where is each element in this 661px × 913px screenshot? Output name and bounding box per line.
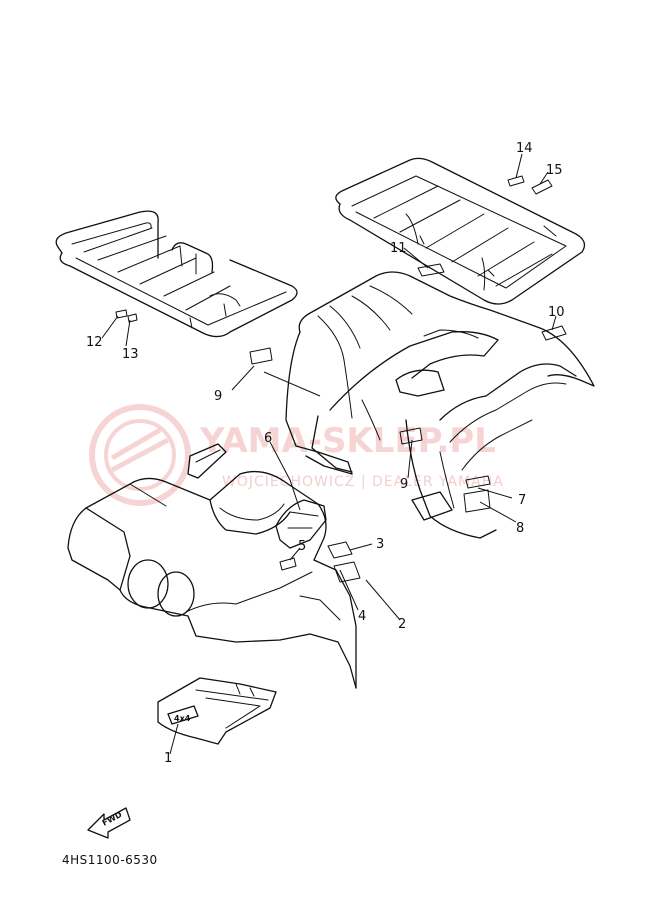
callout-5: 5: [298, 539, 306, 554]
callout-3: 3: [376, 537, 384, 552]
callout-13: 13: [122, 347, 139, 362]
callouts: 1 2 3 4 5 6 7 8 9 9 10 11 12 13 14 15: [86, 141, 565, 766]
callout-8: 8: [516, 521, 524, 536]
callout-9a: 9: [214, 389, 222, 404]
callout-6: 6: [264, 431, 272, 446]
watermark-main-text: YAMA-SKLEP.PL: [199, 421, 496, 461]
callout-4: 4: [358, 609, 366, 624]
small-decals: [279, 541, 361, 583]
front-panel-decal: [187, 443, 227, 479]
emblem-4x4: 4x4: [174, 714, 191, 723]
leader-lines: [101, 153, 557, 755]
skid-plate: 4x4: [157, 677, 277, 745]
front-carrier: [55, 210, 298, 338]
callout-2: 2: [398, 617, 406, 632]
callout-12: 12: [86, 335, 103, 350]
part-code: 4HS1100-6530: [62, 853, 158, 867]
callout-14: 14: [516, 141, 533, 156]
fwd-arrow-icon: FWD: [87, 807, 131, 839]
watermark: YAMA-SKLEP.PL WOJCIECHOWICZ | DEALER YAM…: [89, 404, 504, 506]
rear-carrier: [335, 157, 586, 305]
callout-9b: 9: [400, 477, 408, 492]
front-fender: [67, 470, 357, 689]
watermark-sub-text: WOJCIECHOWICZ | DEALER YAMAHA: [222, 474, 504, 490]
rear-fender: [285, 271, 595, 539]
callout-11: 11: [390, 241, 407, 256]
callout-7: 7: [518, 493, 526, 508]
callout-10: 10: [548, 305, 565, 320]
callout-15: 15: [546, 163, 563, 178]
callout-1: 1: [164, 751, 172, 766]
rack-decals: [115, 175, 567, 365]
watermark-logo-icon: [89, 404, 191, 506]
